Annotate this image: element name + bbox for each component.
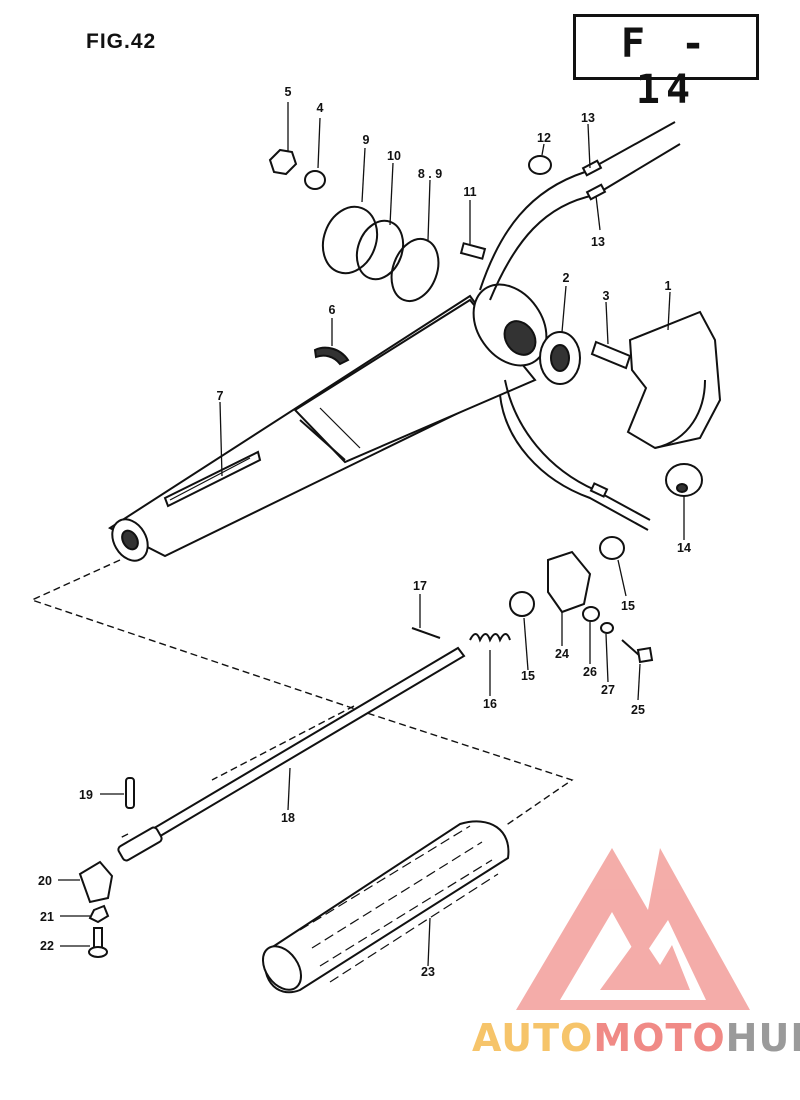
grommet-part xyxy=(665,463,703,497)
callout-12: 12 xyxy=(537,131,551,145)
callout-24: 24 xyxy=(555,647,569,661)
callout-27: 27 xyxy=(601,683,615,697)
rod-hardware xyxy=(78,777,135,958)
callout-9: 9 xyxy=(362,133,370,147)
handle-grip-part xyxy=(261,820,510,994)
callout-2: 2 xyxy=(562,271,570,285)
cover-part xyxy=(626,310,722,450)
callout-13-bottom: 13 xyxy=(591,235,605,249)
callout-16: 16 xyxy=(483,697,497,711)
figure-label: FIG.42 xyxy=(86,30,157,53)
callout-15-left: 15 xyxy=(521,669,535,683)
callout-15-right: 15 xyxy=(621,599,635,613)
tiller-handle-part xyxy=(107,283,548,562)
spring-and-pin xyxy=(411,627,511,643)
throttle-cables xyxy=(479,121,681,531)
callout-17: 17 xyxy=(413,579,427,593)
callout-4: 4 xyxy=(316,101,324,115)
throttle-rod-part xyxy=(117,646,466,862)
callout-6: 6 xyxy=(328,303,336,317)
callout-23: 23 xyxy=(421,965,435,979)
callout-14: 14 xyxy=(677,541,691,555)
callout-7: 7 xyxy=(216,389,224,403)
callout-22: 22 xyxy=(40,939,54,953)
watermark-brand: AUTOMOTOHUB xyxy=(472,1016,800,1060)
callout-21: 21 xyxy=(40,910,54,924)
figure-code-box: F - 14 xyxy=(573,14,759,113)
callout-20: 20 xyxy=(38,874,52,888)
callout-19: 19 xyxy=(79,788,93,802)
callout-25: 25 xyxy=(631,703,645,717)
callout-10: 10 xyxy=(387,149,401,163)
callout-5: 5 xyxy=(284,85,292,99)
bolt-part xyxy=(590,340,632,370)
watermark-part-auto: AUTO xyxy=(472,1016,594,1060)
watermark-part-moto: MOTO xyxy=(593,1016,726,1060)
callout-1: 1 xyxy=(664,279,672,293)
callout-26: 26 xyxy=(583,665,597,679)
callout-13-top: 13 xyxy=(581,111,595,125)
figure-code: F - 14 xyxy=(620,21,712,113)
callout-18: 18 xyxy=(281,811,295,825)
rings-and-fasteners xyxy=(268,148,552,302)
callout-3: 3 xyxy=(602,289,610,303)
callout-11: 11 xyxy=(463,185,477,199)
callout-8-9: 8 . 9 xyxy=(417,167,443,181)
leader-lines xyxy=(58,102,685,967)
shim-part xyxy=(313,346,350,366)
bushing-part xyxy=(539,331,581,385)
friction-parts xyxy=(509,536,654,664)
watermark-part-hub: HUB xyxy=(725,1016,800,1060)
watermark-logo-icon xyxy=(516,848,750,1010)
assembly-guide-lines xyxy=(30,559,574,839)
